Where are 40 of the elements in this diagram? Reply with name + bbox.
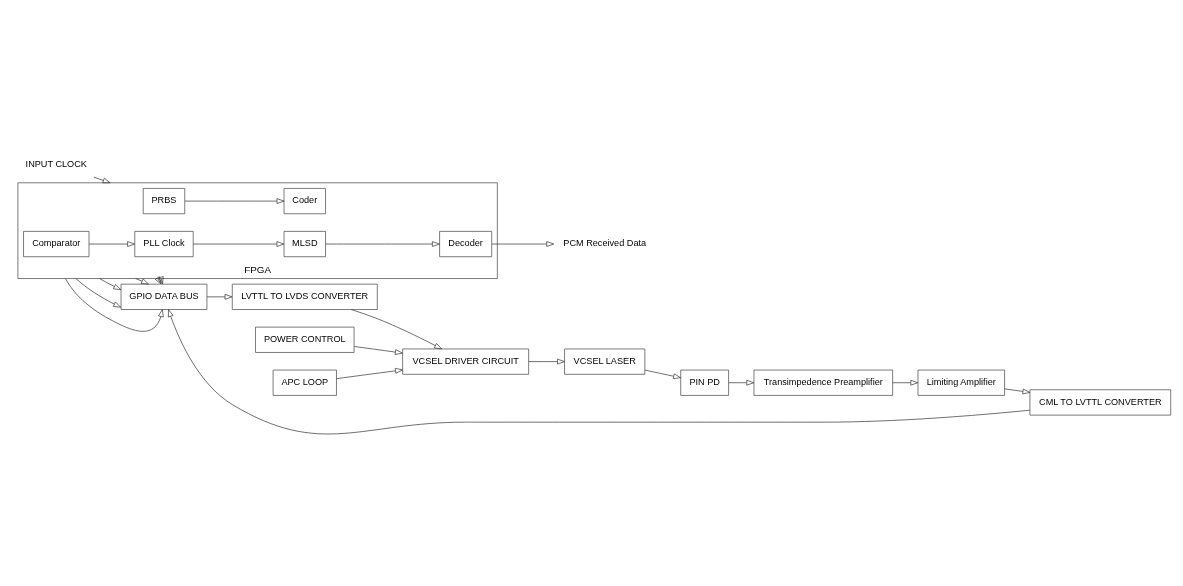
- node-text: INPUT CLOCK: [25, 158, 87, 169]
- node-text: PCM Received Data: [563, 238, 647, 249]
- arrow: [206, 294, 233, 300]
- node-box: APC LOOP: [272, 369, 337, 396]
- arrow: [1004, 388, 1031, 395]
- node-box: POWER CONTROL: [255, 326, 355, 353]
- arrow: [353, 346, 403, 355]
- arrow: [184, 198, 285, 204]
- node-box: PLL Clock: [134, 231, 194, 258]
- arrow: [491, 241, 555, 247]
- arrow: [65, 278, 164, 332]
- arrow: [192, 241, 285, 247]
- arrow: [168, 309, 1031, 435]
- node-box: PRBS: [142, 188, 186, 215]
- node-box: CML TO LVTTL CONVERTER: [1029, 389, 1172, 416]
- node-box: LVTTL TO LVDS CONVERTER: [231, 283, 378, 310]
- node-box: Transimpedence Preamplifier: [753, 369, 893, 396]
- arrow: [93, 176, 111, 184]
- node-box: Comparator: [23, 231, 90, 258]
- arrow: [336, 368, 403, 379]
- arrow: [892, 379, 919, 386]
- arrow: [644, 369, 681, 380]
- node-box: GPIO DATA BUS: [120, 283, 208, 310]
- arrow: [325, 241, 440, 247]
- node-box: Decoder: [439, 231, 493, 258]
- node-box: VCSEL DRIVER CIRCUIT: [402, 348, 529, 375]
- node-box: Limiting Amplifier: [917, 369, 1005, 396]
- node-box: Coder: [283, 188, 326, 215]
- arrow: [528, 358, 565, 365]
- arrow: [728, 379, 755, 386]
- arrow: [75, 278, 122, 308]
- node-box: MLSD: [283, 231, 326, 258]
- arrow: [88, 241, 135, 247]
- arrow: [135, 278, 149, 285]
- node-box: PIN PD: [680, 369, 729, 396]
- arrow: [154, 276, 162, 285]
- arrow: [158, 276, 164, 285]
- node-box: VCSEL LASER: [564, 348, 646, 375]
- arrow: [99, 278, 122, 291]
- arrow: [350, 309, 442, 350]
